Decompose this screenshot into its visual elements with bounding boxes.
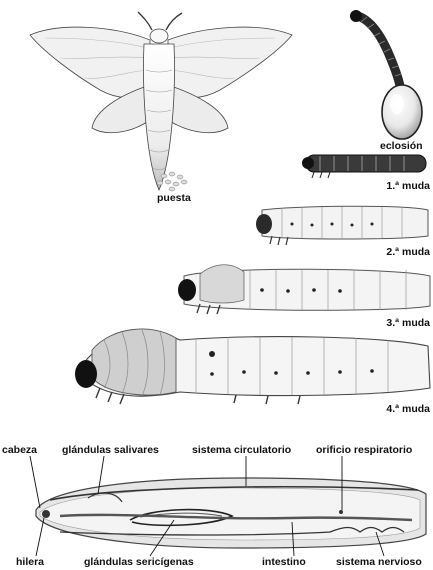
hatching-label: eclosión bbox=[380, 141, 423, 152]
spinneret-label: hilera bbox=[16, 557, 44, 568]
larva-2nd-molt bbox=[256, 206, 428, 245]
circulatory-system-label: sistema circulatorio bbox=[192, 445, 291, 456]
larva-1st-molt bbox=[302, 155, 426, 178]
moth-left-antenna bbox=[138, 12, 152, 30]
moth-right-forewing bbox=[168, 27, 292, 98]
egg-cluster bbox=[157, 172, 187, 191]
moth-right-antenna bbox=[166, 13, 182, 30]
moth-abdomen bbox=[144, 44, 175, 190]
hatching-larva bbox=[350, 10, 422, 139]
anatomy-cross-section bbox=[36, 478, 426, 548]
moth-left-forewing bbox=[30, 27, 150, 98]
egg-shell bbox=[382, 85, 422, 139]
eggs-label: puesta bbox=[157, 193, 191, 204]
salivary-glands-label: glándulas salivares bbox=[62, 445, 159, 456]
molt-2-label: 2.ª muda bbox=[372, 247, 430, 258]
silk-glands-label: glándulas sericígenas bbox=[84, 557, 194, 568]
molt-3-label: 3.ª muda bbox=[372, 318, 430, 329]
moth-head bbox=[150, 29, 168, 43]
head-label: cabeza bbox=[2, 445, 37, 456]
larva-4th-molt bbox=[75, 329, 430, 404]
molt-1-label: 1.ª muda bbox=[372, 181, 430, 192]
intestine-label: intestino bbox=[262, 557, 306, 568]
respiratory-orifice-label: orificio respiratorio bbox=[316, 445, 412, 456]
moth bbox=[30, 12, 292, 190]
larva-3rd-molt bbox=[178, 265, 430, 314]
molt-4-label: 4.ª muda bbox=[372, 404, 430, 415]
nervous-system-label: sistema nervioso bbox=[336, 557, 422, 568]
